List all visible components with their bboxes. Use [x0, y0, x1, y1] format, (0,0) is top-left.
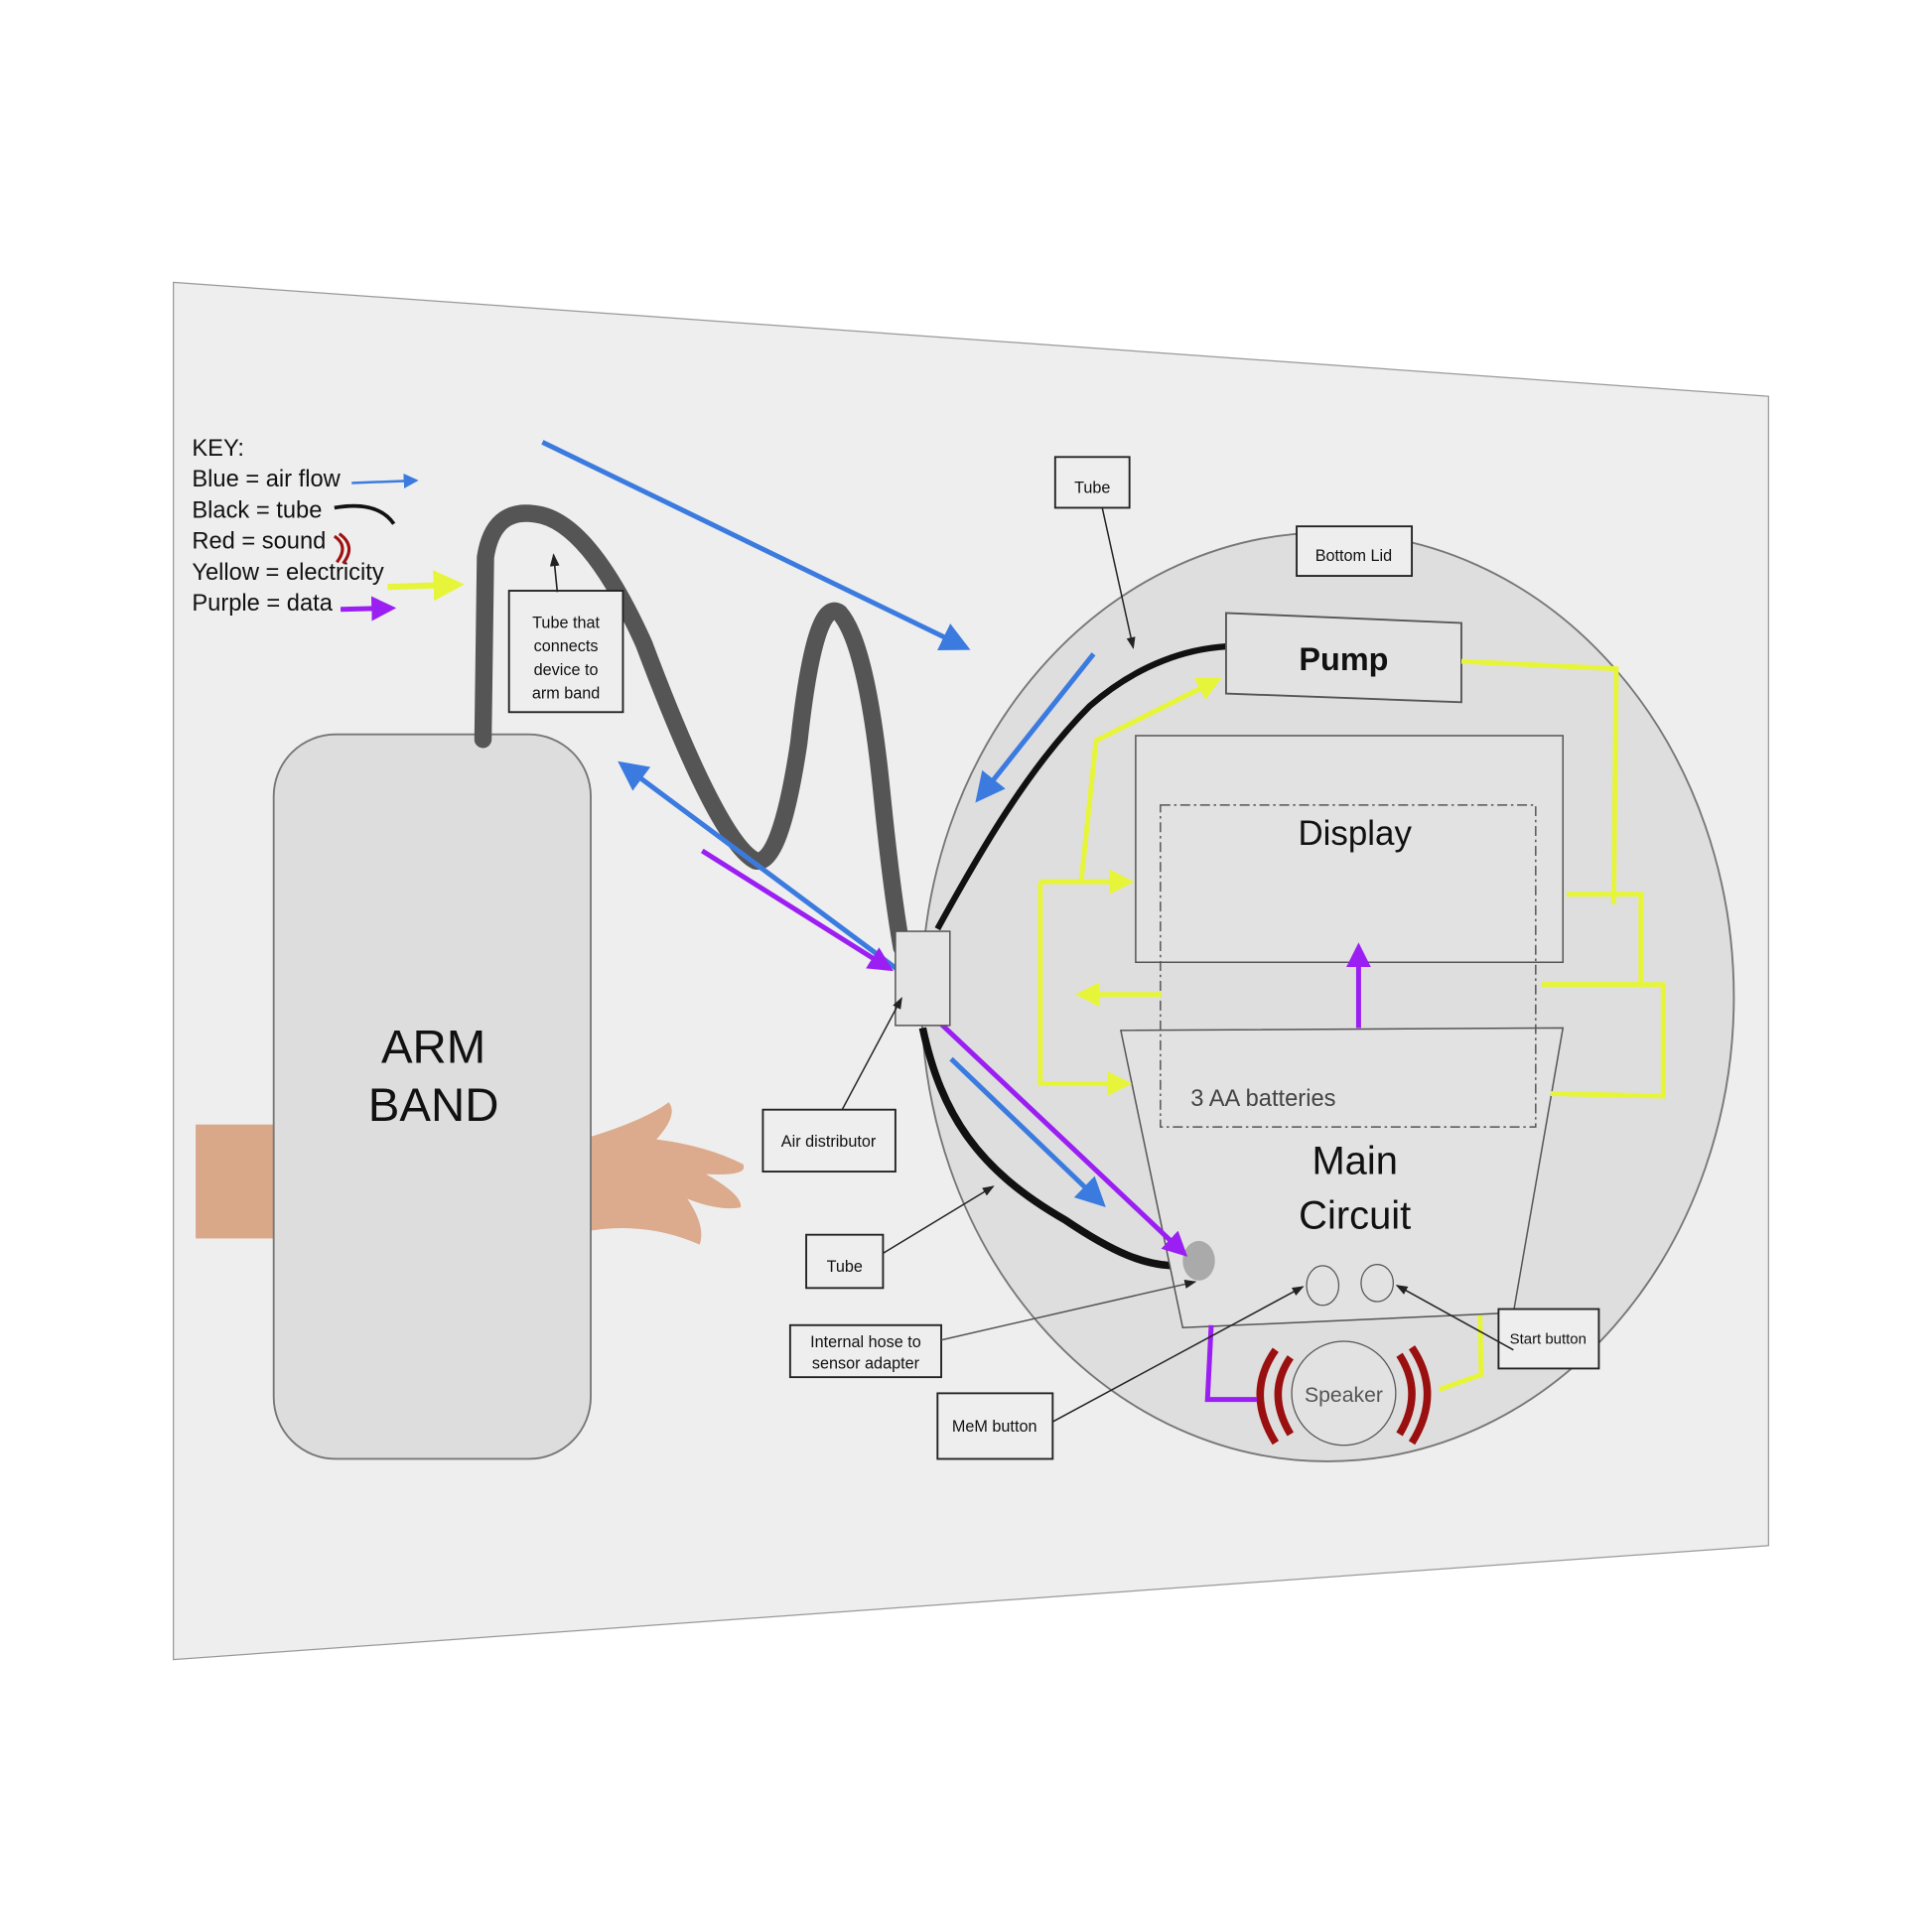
pump-label: Pump [1299, 641, 1388, 677]
tube-bottom-callout-box [805, 1233, 885, 1290]
air-flow-arrows [541, 440, 1106, 1207]
internal-tube-upper [934, 643, 1227, 931]
speaker [1291, 1340, 1397, 1447]
internal-hose-callout-2: sensor adapter [812, 1354, 920, 1372]
batteries-label: 3 AA batteries [1190, 1086, 1335, 1112]
pump-box [1225, 612, 1462, 704]
arm-band-label-1: ARM [381, 1021, 485, 1073]
batteries-dashed-box [1160, 804, 1537, 1128]
blue-arrow-icon [351, 474, 419, 488]
air-distributor-callout: Air distributor [781, 1133, 877, 1151]
tube-top-callout: Tube [1074, 479, 1110, 496]
internal-hose-callout-box [788, 1323, 942, 1379]
display-box [1135, 735, 1565, 964]
main-circuit-label-1: Main [1311, 1140, 1398, 1183]
start-button-callout: Start button [1510, 1330, 1587, 1347]
black-tube-icon [334, 503, 396, 525]
purple-arrow-icon [340, 596, 397, 621]
arm [196, 1124, 283, 1239]
internal-tube-lower [918, 1027, 1177, 1270]
tube-label-line-4: arm band [532, 685, 600, 703]
external-tube [474, 504, 910, 957]
key-title: KEY: [192, 436, 244, 462]
sensor-adapter [1182, 1240, 1215, 1281]
mem-button-callout-box [936, 1392, 1054, 1460]
mem-button-callout: MeM button [952, 1418, 1037, 1436]
key-item-blue: Blue = air flow [192, 467, 341, 492]
tube-bottom-callout: Tube [827, 1258, 863, 1276]
speaker-label: Speaker [1305, 1384, 1383, 1407]
data-arrows [700, 848, 1371, 1403]
sound-waves-icon [1256, 1345, 1432, 1446]
arm-band-label-2: BAND [368, 1079, 499, 1132]
internal-hose-callout-1: Internal hose to [810, 1333, 921, 1351]
bottom-lid-callout-box [1296, 525, 1414, 577]
start-button[interactable] [1360, 1264, 1394, 1303]
mem-button[interactable] [1306, 1265, 1340, 1307]
bottom-lid-callout: Bottom Lid [1315, 547, 1392, 565]
key-item-red: Red = sound [192, 529, 326, 555]
tube-label-line-3: device to [534, 661, 599, 679]
main-circuit-label-2: Circuit [1299, 1193, 1411, 1237]
yellow-arrow-icon [387, 570, 465, 602]
key-item-yellow: Yellow = electricity [192, 560, 383, 586]
hand [582, 1102, 745, 1245]
red-sound-icon [333, 532, 351, 565]
display-label: Display [1298, 814, 1412, 853]
tube-label-line-1: Tube that [532, 614, 600, 631]
callouts: Tube Bottom Lid Air distributor Tube Int… [761, 456, 1600, 1460]
key-item-black: Black = tube [192, 497, 322, 523]
tube-label-box [507, 590, 624, 714]
tube-label-line-2: connects [534, 637, 599, 655]
legend-key: KEY: Blue = air flow Black = tube Red = … [192, 436, 465, 621]
arm-band [272, 733, 592, 1460]
key-item-purple: Purple = data [192, 591, 333, 617]
tube-label-pointer [549, 553, 560, 593]
start-button-callout-box [1497, 1308, 1600, 1370]
electricity-wires [1037, 658, 1666, 1392]
air-distributor-callout-box [761, 1108, 897, 1173]
air-distributor [895, 930, 951, 1027]
tube-top-callout-box [1053, 456, 1131, 509]
